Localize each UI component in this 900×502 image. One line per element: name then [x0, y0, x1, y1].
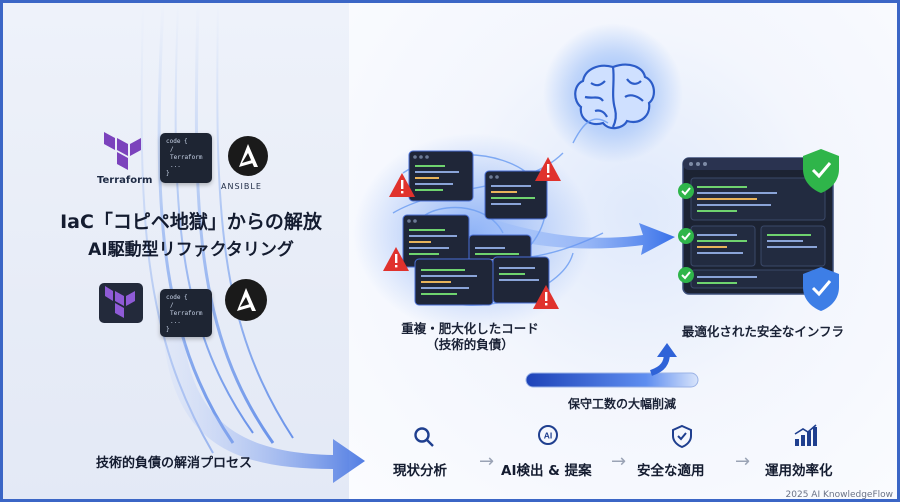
step-ai-detect: AI検出 & 提案: [501, 453, 592, 479]
code-line: / Terraform: [170, 302, 203, 317]
ansible-label-block: ANSIBLE: [221, 179, 262, 191]
code-line: }: [166, 326, 170, 333]
terraform-label-block: Terraform: [97, 173, 152, 186]
step-arrow-icon: →: [735, 451, 751, 472]
main-title-line2: AI駆動型リファクタリング: [88, 240, 294, 260]
step-label: 現状分析: [393, 463, 447, 479]
step-arrow-icon: →: [479, 451, 495, 472]
before-caption-line1: 重複・肥大化したコード: [401, 321, 539, 336]
after-caption: 最適化された安全なインフラ: [681, 324, 845, 339]
step-label: 運用効率化: [765, 463, 833, 479]
process-steps: 現状分析 → AI検出 & 提案 → 安全な適用 → 運用効率化: [353, 421, 893, 481]
before-caption: 重複・肥大化したコード （技術的負債）: [375, 321, 565, 353]
step-label: AI検出 & 提案: [501, 463, 592, 479]
step-safe-apply: 安全な適用: [637, 453, 705, 479]
footer-credit: 2025 AI KnowledgeFlow: [785, 490, 893, 500]
reduction-caption: 保守工数の大幅削減: [567, 397, 676, 411]
main-title-line1: IaC「コピペ地獄」からの解放: [60, 211, 322, 233]
ansible-label: ANSIBLE: [221, 182, 262, 191]
step-arrow-icon: →: [611, 451, 627, 472]
code-line: code {: [166, 138, 188, 145]
code-line: ...: [170, 162, 181, 169]
step-analysis: 現状分析: [393, 453, 447, 479]
step-efficiency: 運用効率化: [765, 453, 833, 479]
process-label: 技術的負債の解消プロセス: [96, 456, 253, 471]
code-line: code {: [166, 294, 188, 301]
code-line: / Terraform: [170, 146, 203, 161]
step-label: 安全な適用: [637, 463, 705, 479]
code-line: ...: [170, 318, 181, 325]
terraform-code-tile: code { / Terraform ... }: [160, 133, 212, 183]
code-line: }: [166, 170, 170, 177]
terraform-code-tile: code { / Terraform ... }: [160, 289, 212, 337]
terraform-label: Terraform: [97, 175, 153, 186]
before-caption-line2: （技術的負債）: [426, 337, 514, 352]
